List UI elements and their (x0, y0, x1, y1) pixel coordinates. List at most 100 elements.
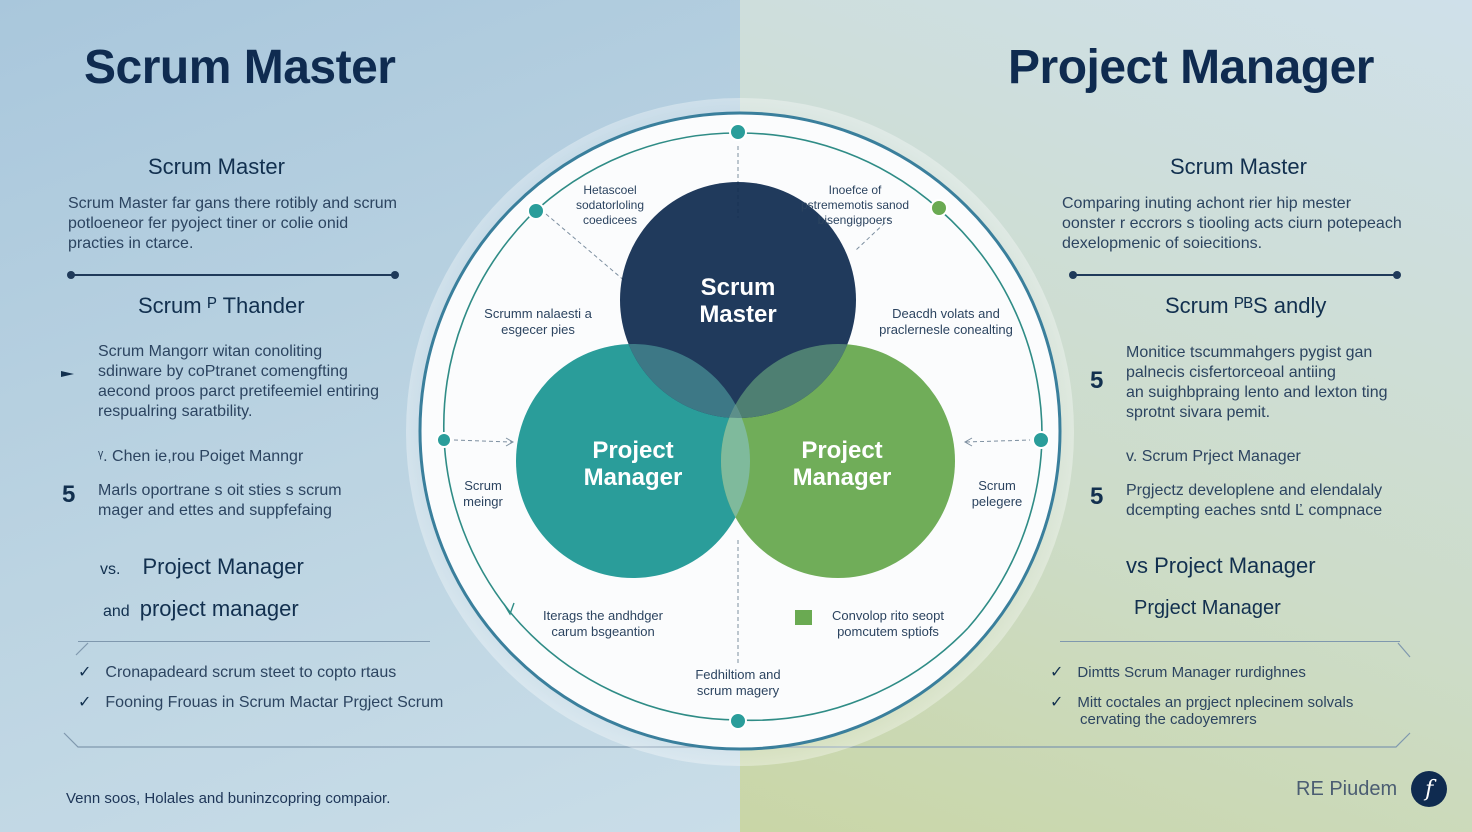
checkmark-icon: ✓ (78, 664, 92, 681)
right-section2-heading: Scrum ᴾᴮS andly (1165, 293, 1327, 318)
checkmark-icon: ✓ (78, 694, 92, 711)
annotation-line: Fedhiltiom and (695, 667, 781, 682)
left-item-b-line: mager and ettes and suppfefaing (98, 502, 332, 519)
right-check-item: ✓ Mitt coctales an prgject nplecinem sol… (1050, 694, 1353, 712)
left-section1-heading: Scrum Master (148, 154, 285, 179)
annotation-bottom-left: Iterags the andhdger carum bsgeantion (530, 608, 676, 640)
node-dot (1032, 431, 1050, 449)
right-check-item: ✓ Dimtts Scrum Manager rurdighnes (1050, 664, 1306, 682)
right-check-continuation: cervating the cadoyemrers (1080, 711, 1257, 728)
right-section1-line: dexelopmenic of soiecitions. (1062, 235, 1263, 252)
right-body-a-line: an suighbpraing lento and lexton ting (1126, 384, 1388, 401)
right-body-b-line: Prgjectz developlene and elendalaly (1126, 482, 1383, 499)
right-checks-divider (1060, 641, 1400, 642)
annotation-side-left: Scrum meingr (452, 478, 514, 510)
right-body-b-line: dcempting eaches sntd Ľ compnace (1126, 502, 1383, 519)
left-item-b-line: Marls oportrane s oit sties s scrum (98, 482, 342, 499)
annotation-line: Hetascoel (583, 183, 637, 197)
annotation-mid-right: Deacdh volats and praclernesle conealtin… (876, 306, 1016, 338)
left-item-a-text: Chen ie,rou Poiget Manngr (112, 448, 304, 465)
annotation-line: Inoefce of (828, 183, 882, 197)
arrow-bullet-icon (60, 366, 76, 377)
checkmark-icon: ✓ (1050, 694, 1064, 711)
left-and-text: project manager (139, 596, 299, 621)
annotation-top-right: Inoefce of pstrememotis sanod bisengigpo… (795, 183, 915, 228)
left-check-item: ✓ Fooning Frouas in Scrum Mactar Prgject… (78, 694, 443, 712)
annotation-line: pomcutem sptiofs (837, 624, 939, 639)
annotation-line: pstrememotis sanod (800, 198, 910, 212)
annotation-line: Scrum (464, 478, 502, 493)
right-body-a-line: sprotnt sivara pemit. (1126, 404, 1271, 421)
right-vs-text: vs Project Manager (1126, 553, 1316, 578)
annotation-line: praclernesle conealting (879, 322, 1013, 337)
brand-block: RE Piudem f (1296, 771, 1448, 807)
left-item-a-prefix: ᵞ. (98, 448, 108, 465)
left-and-prefix: and (103, 603, 130, 620)
right-check-text: Mitt coctales an prgject nplecinem solva… (1077, 694, 1354, 711)
left-number-five: 5 (62, 481, 76, 508)
right-section1-line: Comparing inuting achont rier hip mester (1062, 195, 1352, 212)
right-section1-line: oonster r eccrors s tiooling acts ciurn … (1062, 215, 1402, 232)
annotation-line: Deacdh volats and (892, 306, 1000, 321)
right-number-five: 5 (1090, 367, 1104, 394)
annotation-bottom-right: Convolop rito seopt pomcutem sptiofs (820, 608, 956, 640)
brand-logo-icon: f (1411, 771, 1448, 807)
right-check-text: Dimtts Scrum Manager rurdighnes (1077, 664, 1306, 681)
node-dot (930, 199, 948, 217)
left-section1-body: Scrum Master far gans there rotibly and … (68, 194, 448, 254)
node-dot (527, 202, 545, 220)
legend-square (795, 610, 812, 625)
venn-label-left: Project Manager (583, 437, 683, 491)
left-vs-row: vs. Project Manager (100, 554, 304, 580)
left-section1-line: practies in ctarce. (68, 235, 194, 252)
right-section1-heading: Scrum Master (1170, 154, 1307, 179)
left-vs-text: Project Manager (142, 554, 304, 579)
left-bullet-line: sdinware by coPtranet comengfting (98, 363, 348, 380)
annotation-line: coedicees (582, 213, 638, 227)
right-pm-text: Prgject Manager (1134, 597, 1281, 619)
left-checks-divider (78, 641, 430, 642)
left-item-b: Marls oportrane s oit sties s scrum mage… (98, 481, 398, 521)
annotation-line: Convolop rito seopt (831, 608, 944, 623)
right-item-vs: v. Scrum Prject Manager (1126, 448, 1301, 465)
annotation-line: sodatorloling (575, 198, 645, 212)
left-section2-heading: Scrum ᴾ Thander (138, 293, 305, 318)
left-item-a: ᵞ. Chen ie,rou Poiget Manngr (98, 447, 303, 467)
left-section1-line: potloeneor fer pyoject tiner or colie on… (68, 215, 349, 232)
annotation-line: scrum magery (696, 683, 780, 698)
node-dot (436, 432, 452, 448)
left-bullet-line: Scrum Mangorr witan conoliting (98, 343, 323, 360)
annotation-bottom-center: Fedhiltiom and scrum magery (676, 667, 800, 699)
left-section1-line: Scrum Master far gans there rotibly and … (68, 195, 398, 212)
annotation-line: meingr (463, 494, 503, 509)
venn-label-right: Project Manager (792, 437, 892, 491)
right-body-a-line: palnecis cisfertorceoal antiing (1126, 364, 1336, 381)
right-body-a-line: Monitice tscummahgers pygist gan (1126, 344, 1373, 361)
left-main-title: Scrum Master (84, 41, 396, 94)
annotation-side-right: Scrum pelegere (962, 478, 1032, 510)
right-number-five-b: 5 (1090, 483, 1104, 510)
annotation-line: Scrum (978, 478, 1016, 493)
left-and-row: and project manager (103, 596, 299, 622)
right-body-b: Prgjectz developlene and elendalaly dcem… (1126, 481, 1446, 521)
annotation-line: Iterags the andhdger (543, 608, 663, 623)
right-main-title: Project Manager (1008, 41, 1374, 94)
footer-caption: Venn soos, Holales and buninzcopring com… (66, 790, 391, 807)
annotation-top-left: Hetascoel sodatorloling coedicees (550, 183, 670, 228)
annotation-line: pelegere (971, 494, 1023, 509)
left-bullet-line: respualring saratbility. (98, 403, 253, 420)
node-dot (729, 712, 747, 730)
left-bullet-body: Scrum Mangorr witan conoliting sdinware … (98, 342, 428, 422)
right-body-a: Monitice tscummahgers pygist gan palneci… (1126, 343, 1446, 423)
left-check-item: ✓ Cronapadeard scrum steet to copto rtau… (78, 664, 396, 682)
annotation-mid-left: Scrumm nalaesti a esgecer pies (476, 306, 600, 338)
venn-label-top: Scrum Master (699, 274, 777, 328)
left-separator (67, 271, 399, 279)
left-vs-prefix: vs. (100, 561, 121, 578)
left-check-text: Fooning Frouas in Scrum Mactar Prgject S… (105, 694, 444, 711)
right-separator (1069, 271, 1401, 279)
annotation-line: carum bsgeantion (551, 624, 655, 639)
checkmark-icon: ✓ (1050, 664, 1064, 681)
right-section1-body: Comparing inuting achont rier hip mester… (1062, 194, 1442, 254)
